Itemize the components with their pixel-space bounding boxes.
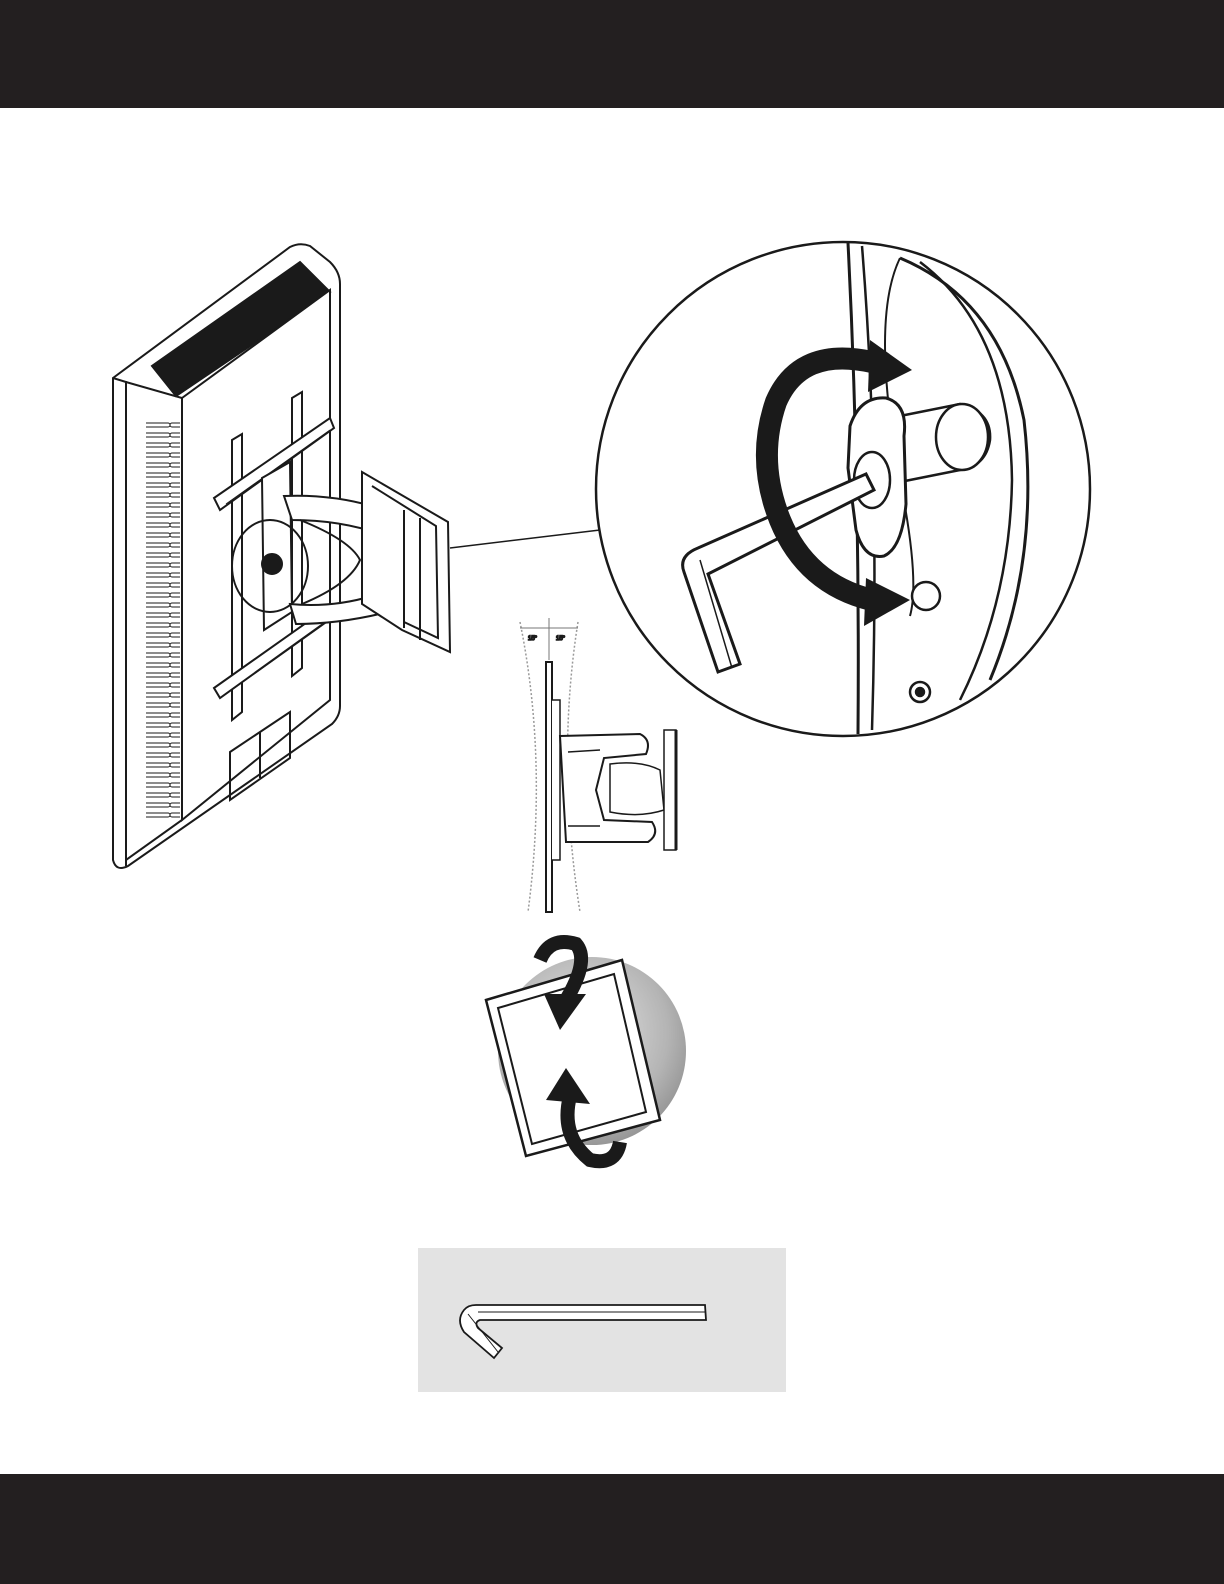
allen-key-icon xyxy=(418,1248,786,1392)
tool-required-box xyxy=(418,1248,786,1392)
allen-key-tension-detail-icon xyxy=(596,242,1090,736)
tilt-left-angle-label: 15° xyxy=(528,636,538,642)
tv-wall-mount-illustration xyxy=(113,244,600,868)
tilt-right-angle-label: 15° xyxy=(556,636,566,642)
screen-rotate-icon xyxy=(486,942,686,1161)
tilt-range-diagram: 15° 15° xyxy=(520,618,676,912)
